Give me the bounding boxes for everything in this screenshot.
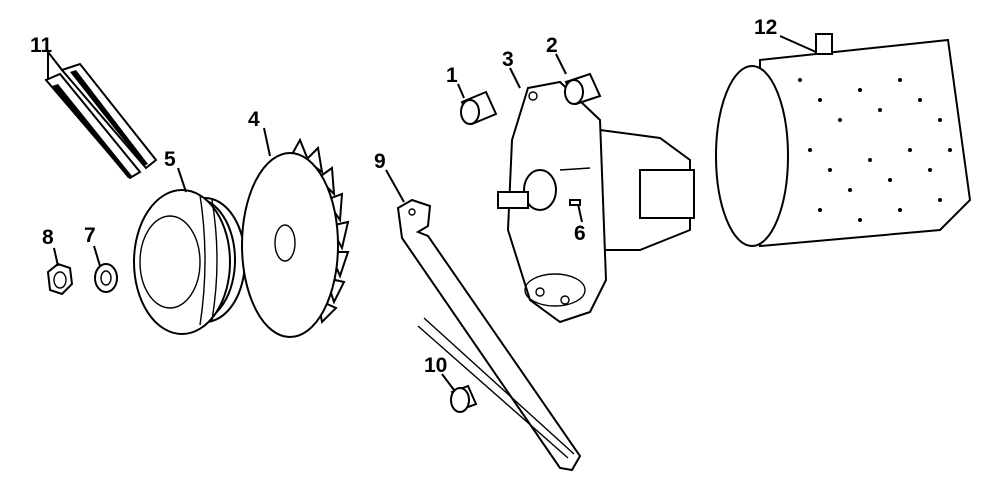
callout-labels: 11 5 4 9 8 7 1 2 3 6 10 12 xyxy=(30,16,777,377)
callout-5: 5 xyxy=(164,148,176,171)
lock-washer xyxy=(94,263,118,293)
cover-perforations xyxy=(798,78,952,222)
callout-2: 2 xyxy=(546,34,558,57)
spacer xyxy=(450,384,478,413)
alternator-assembly xyxy=(497,80,695,324)
callout-9: 9 xyxy=(374,150,386,173)
spacer-bushing-2 xyxy=(564,72,602,106)
drive-belts xyxy=(44,62,158,180)
callout-7: 7 xyxy=(84,224,96,247)
callout-10: 10 xyxy=(424,354,447,377)
drive-pulley xyxy=(133,189,246,335)
callout-3: 3 xyxy=(502,48,514,71)
woodruff-key xyxy=(569,199,581,206)
spacer-bushing-1 xyxy=(460,90,498,126)
callout-6: 6 xyxy=(574,222,586,245)
perforated-cover xyxy=(715,33,972,248)
callout-11: 11 xyxy=(30,34,53,57)
leader-lines xyxy=(47,35,817,391)
callout-4: 4 xyxy=(248,108,260,131)
callout-8: 8 xyxy=(42,226,54,249)
callout-1: 1 xyxy=(446,64,458,87)
cooling-fan xyxy=(241,137,350,338)
hex-nut xyxy=(46,262,74,296)
callout-12: 12 xyxy=(754,16,777,39)
adjusting-bracket xyxy=(396,198,582,472)
